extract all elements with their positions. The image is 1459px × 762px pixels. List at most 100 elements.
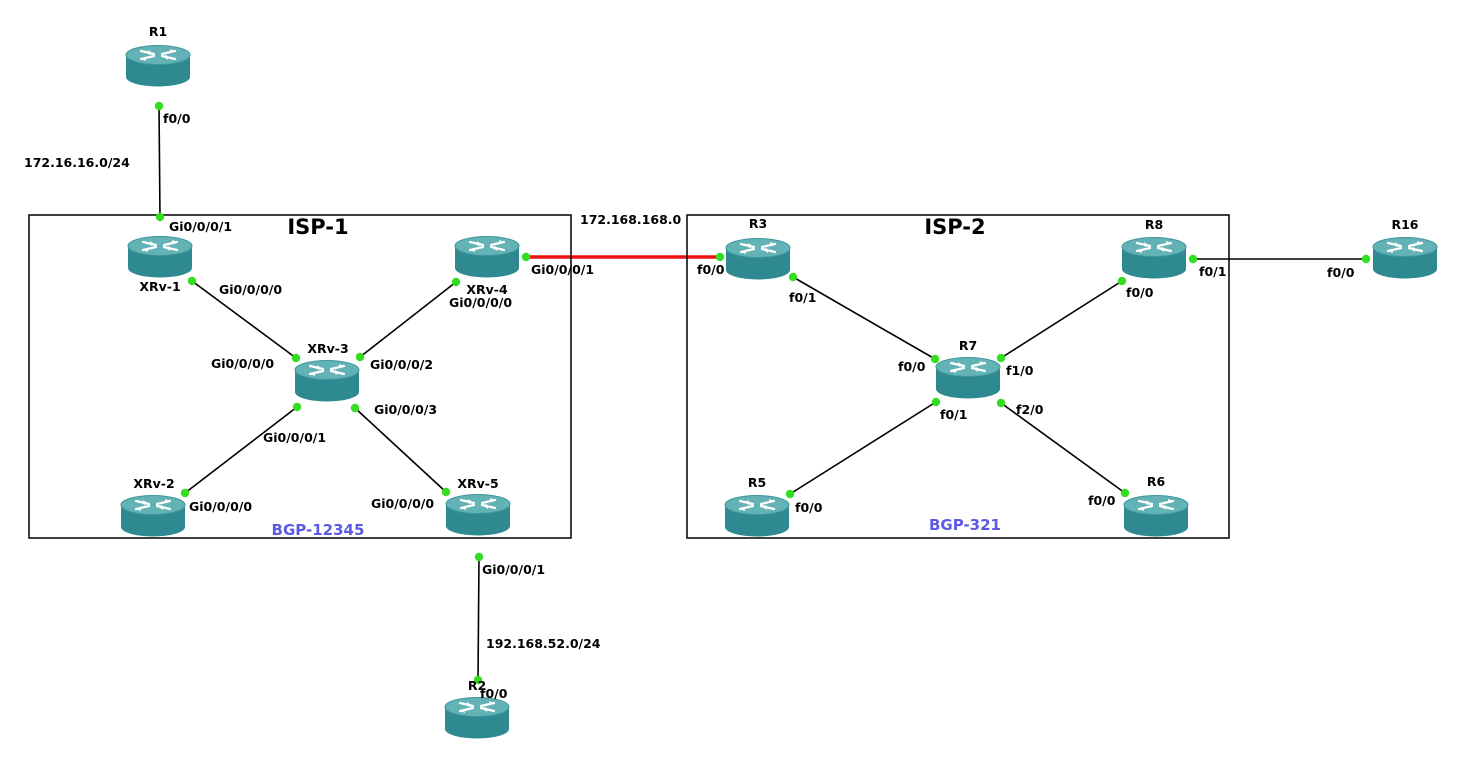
if-label-xrv1-gi0-0-0-1: Gi0/0/0/1 (169, 219, 232, 234)
port-dot-r1-xrv1-a[interactable] (154, 101, 164, 111)
area-isp2-title: ISP-2 (924, 215, 985, 239)
port-dot-r8-r7-a[interactable] (1117, 276, 1127, 286)
port-dots-layer (154, 101, 1371, 685)
router-icon (1371, 236, 1439, 280)
port-dot-xrv4-xrv3-a[interactable] (451, 277, 461, 287)
port-dot-xrv5-r2-b[interactable] (473, 675, 483, 685)
port-dot-xrv1-xrv3-a[interactable] (187, 276, 197, 286)
if-label-r8-f0-0: f0/0 (1126, 285, 1154, 300)
port-dot-r6-r7-b[interactable] (996, 398, 1006, 408)
if-label-r16-f0-0: f0/0 (1327, 265, 1355, 280)
router-r6[interactable] (1122, 494, 1190, 538)
if-label-r7-f0-1: f0/1 (940, 407, 967, 422)
if-label-r7-f0-0: f0/0 (898, 359, 926, 374)
if-label-r5-f0-0: f0/0 (795, 500, 823, 515)
routers-layer (119, 44, 1439, 740)
router-name-xrv-1: XRv-1 (139, 279, 180, 294)
area-isp1: ISP-1 BGP-12345 (28, 214, 572, 539)
if-label-r3-f0-1: f0/1 (789, 290, 816, 305)
port-dot-xrv4-xrv3-b[interactable] (355, 352, 365, 362)
router-name-r3: R3 (749, 216, 767, 231)
router-name-xrv-3: XRv-3 (307, 341, 348, 356)
links-layer (158, 105, 1366, 681)
if-label-xrv3-gi0-0-0-2: Gi0/0/0/2 (370, 357, 433, 372)
if-label-r8-f0-1: f0/1 (1199, 264, 1226, 279)
link-r5-r7[interactable] (789, 401, 937, 495)
port-dot-xrv1-xrv3-b[interactable] (291, 353, 301, 363)
router-xrv-5[interactable] (444, 493, 512, 537)
subnet-label-r1-xrv1: 172.16.16.0/24 (24, 155, 130, 170)
router-icon (293, 359, 361, 403)
port-dot-xrv4-r3-a[interactable] (521, 252, 531, 262)
router-r2[interactable] (443, 696, 511, 740)
port-dot-r1-xrv1-b[interactable] (155, 212, 165, 222)
port-dot-r8-r7-b[interactable] (996, 353, 1006, 363)
router-icon (1120, 236, 1188, 280)
area-isp1-as-label: BGP-12345 (272, 521, 365, 539)
link-r6-r7[interactable] (1000, 402, 1126, 494)
link-xrv5-xrv3[interactable] (354, 407, 447, 493)
router-r16[interactable] (1371, 236, 1439, 280)
if-label-xrv3-gi0-0-0-0: Gi0/0/0/0 (211, 356, 274, 371)
router-icon (443, 696, 511, 740)
port-dot-r5-r7-b[interactable] (931, 397, 941, 407)
port-dot-r3-r7-a[interactable] (788, 272, 798, 282)
if-label-r3-f0-0: f0/0 (697, 262, 725, 277)
if-label-xrv3-gi0-0-0-3: Gi0/0/0/3 (374, 402, 437, 417)
router-r1[interactable] (124, 44, 192, 88)
interface-labels-layer: f0/0 172.16.16.0/24 Gi0/0/0/1 Gi0/0/0/0 … (24, 111, 1355, 701)
port-dot-xrv2-xrv3-b[interactable] (292, 402, 302, 412)
port-dot-r6-r7-a[interactable] (1120, 488, 1130, 498)
link-xrv2-xrv3[interactable] (184, 406, 298, 494)
link-xrv4-xrv3[interactable] (359, 281, 457, 358)
area-isp2-as-label: BGP-321 (929, 516, 1001, 534)
router-icon (119, 494, 187, 538)
router-r7[interactable] (934, 356, 1002, 400)
router-xrv-4[interactable] (453, 235, 521, 279)
port-dot-r5-r7-a[interactable] (785, 489, 795, 499)
router-xrv-3[interactable] (293, 359, 361, 403)
router-r8[interactable] (1120, 236, 1188, 280)
port-dot-xrv5-xrv3-a[interactable] (441, 487, 451, 497)
port-dot-xrv5-r2-a[interactable] (474, 552, 484, 562)
router-icon (444, 493, 512, 537)
port-dot-xrv4-r3-b[interactable] (715, 252, 725, 262)
port-dot-xrv5-xrv3-b[interactable] (350, 403, 360, 413)
subnet-label-xrv4-r3: 172.168.168.0 (580, 212, 682, 227)
area-isp2: ISP-2 BGP-321 (686, 214, 1230, 539)
link-xrv5-r2[interactable] (477, 556, 480, 681)
router-r5[interactable] (723, 494, 791, 538)
link-r8-r7[interactable] (1000, 280, 1123, 359)
router-xrv-1[interactable] (126, 235, 194, 279)
router-name-r2: R2 (468, 678, 486, 693)
router-name-xrv-5: XRv-5 (457, 476, 498, 491)
router-icon (1122, 494, 1190, 538)
link-r1-xrv1[interactable] (158, 105, 161, 218)
if-label-r7-f1-0: f1/0 (1006, 363, 1034, 378)
area-isp2-box (686, 214, 1230, 539)
router-r3[interactable] (724, 237, 792, 281)
router-name-r1: R1 (149, 24, 167, 39)
if-label-r1-f0-0: f0/0 (163, 111, 191, 126)
area-isp1-box (28, 214, 572, 539)
if-label-xrv2-gi0-0-0-0: Gi0/0/0/0 (189, 499, 252, 514)
port-dot-r8-r16-b[interactable] (1361, 254, 1371, 264)
link-xrv1-xrv3[interactable] (191, 280, 297, 359)
router-name-r7: R7 (959, 338, 977, 353)
router-xrv-2[interactable] (119, 494, 187, 538)
router-icon (453, 235, 521, 279)
link-r3-r7[interactable] (792, 276, 936, 360)
router-icon (124, 44, 192, 88)
router-name-r6: R6 (1147, 474, 1166, 489)
port-dot-xrv2-xrv3-a[interactable] (180, 488, 190, 498)
router-icon (934, 356, 1002, 400)
router-icon (126, 235, 194, 279)
port-dot-r8-r16-a[interactable] (1188, 254, 1198, 264)
router-name-r16: R16 (1391, 217, 1418, 232)
port-dot-r3-r7-b[interactable] (930, 354, 940, 364)
if-label-xrv5-gi0-0-0-0: Gi0/0/0/0 (371, 496, 434, 511)
router-name-r5: R5 (748, 475, 766, 490)
if-label-xrv3-gi0-0-0-1: Gi0/0/0/1 (263, 430, 326, 445)
if-label-r7-f2-0: f2/0 (1016, 402, 1044, 417)
